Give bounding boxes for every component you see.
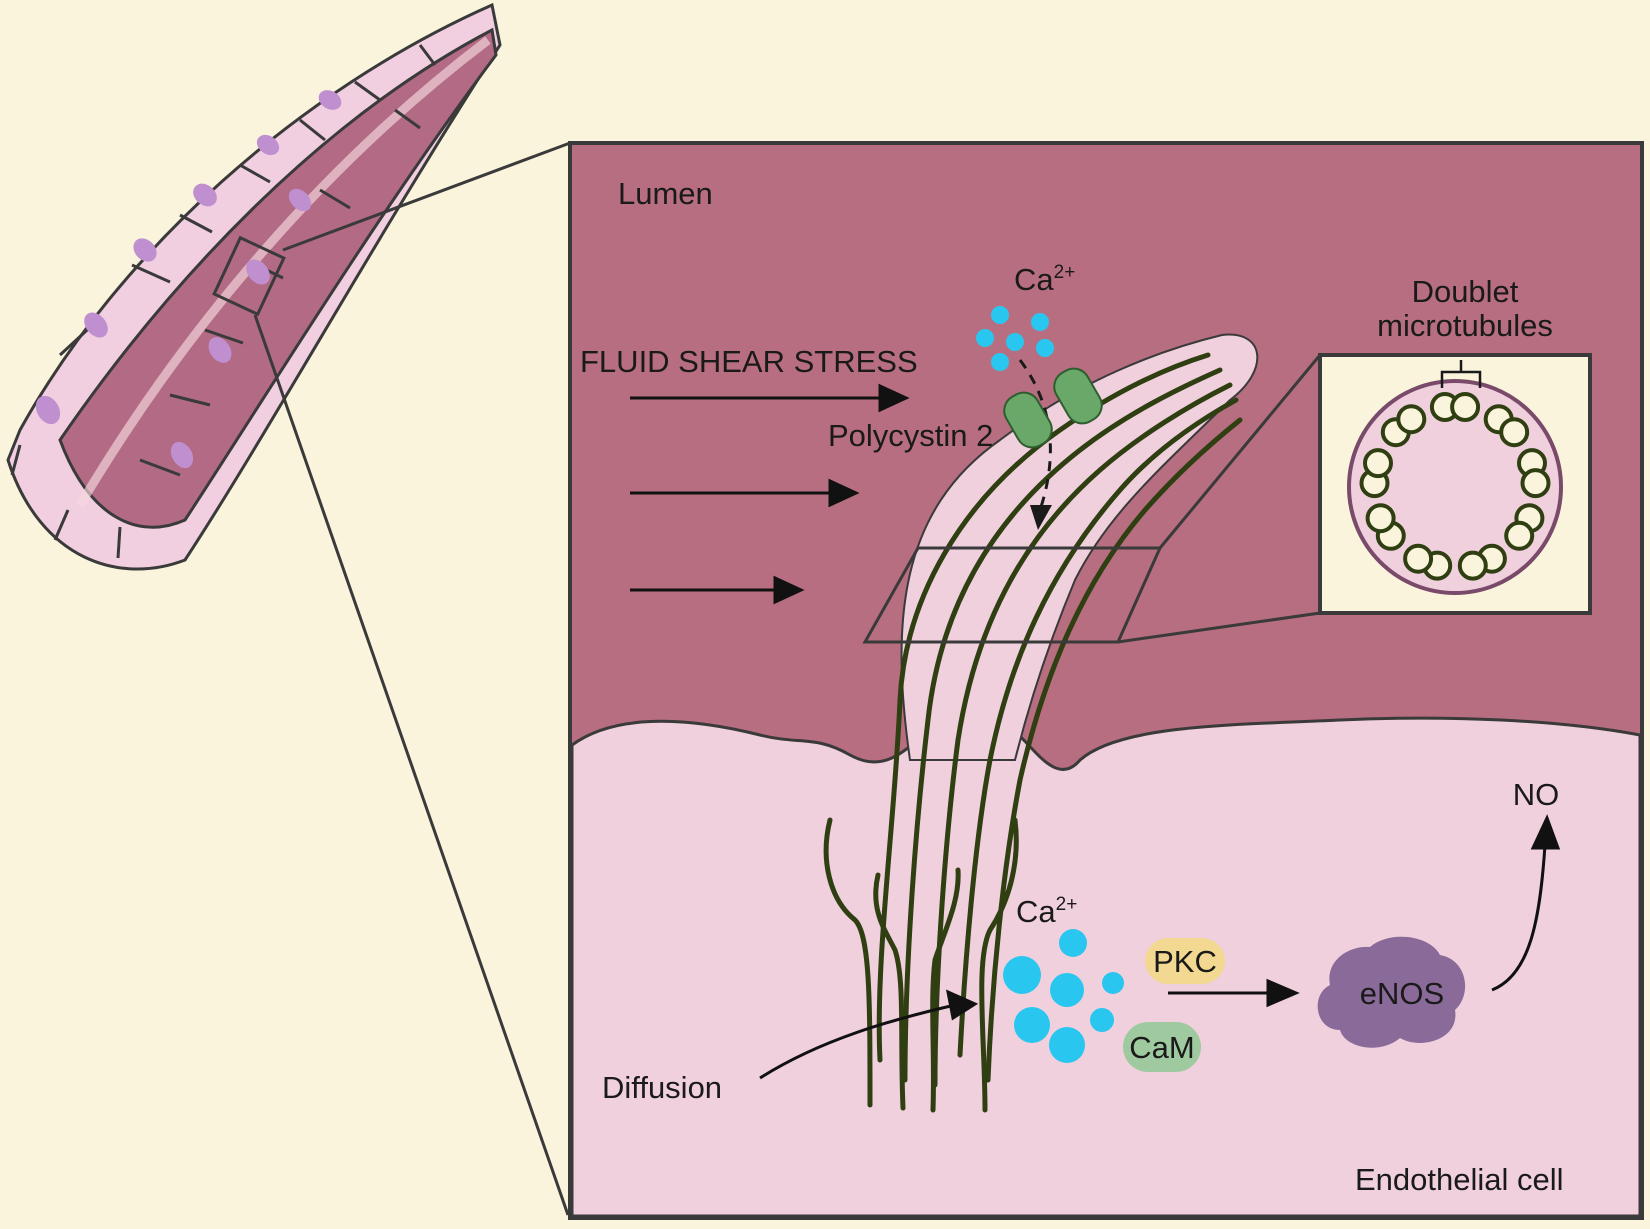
shear-stress-arrows (630, 383, 910, 605)
cam-blob (1123, 1022, 1201, 1072)
doublet-label-line2: microtubules (1377, 308, 1553, 343)
diffusion-label: Diffusion (602, 1070, 722, 1105)
arrow-to-no (1491, 844, 1547, 992)
ca-lumen-label: Ca2+ (1014, 262, 1075, 297)
axoneme-microtubules (876, 352, 1243, 1088)
calcium-ions-cytosol (1003, 929, 1124, 1063)
vessel-nuclei (35, 90, 342, 469)
ca-lumen-charge: 2+ (1054, 262, 1076, 283)
cam-label: CaM (1129, 1030, 1194, 1065)
vessel-cell-boundaries (10, 44, 437, 559)
diffusion-arrow (759, 1003, 956, 1080)
microtubule-doublet-tubule (1363, 448, 1393, 479)
blood-vessel (6, 2, 502, 571)
calcium-ions-lumen (976, 306, 1054, 371)
no-label: NO (1513, 777, 1560, 812)
microtubule-doublet-tubule (1457, 550, 1488, 581)
pkc-blob (1145, 938, 1225, 984)
doublet-bracket (1440, 360, 1482, 388)
zoom-connector-lines (253, 141, 571, 1216)
signaling-arrows (759, 814, 1561, 1080)
cross-section-zoom (862, 353, 1592, 644)
ca-cytosol-text: Ca (1016, 894, 1056, 929)
microtubule-doublet-tubule (1504, 520, 1535, 551)
vessel-zoom-box (212, 235, 286, 317)
lumen-label: Lumen (618, 176, 713, 211)
endothelial-cell-region (570, 716, 1642, 1218)
microtubule-doublet-tubule (1450, 392, 1481, 422)
pkc-label: PKC (1153, 944, 1217, 979)
enos-label: eNOS (1360, 976, 1444, 1011)
calcium-entry-arrowhead (1030, 505, 1052, 530)
doublet-label-line1: Doublet (1412, 274, 1519, 309)
ca-cytosol-charge: 2+ (1056, 894, 1078, 915)
microtubule-doublet-tubule (1396, 404, 1427, 435)
enos-blob (1317, 936, 1466, 1048)
polycystin-2-channel (1003, 367, 1103, 449)
microtubule-doublet-tubule (1365, 503, 1396, 534)
polycystin-label: Polycystin 2 (828, 418, 993, 453)
endothelial-cell-label: Endothelial cell (1355, 1162, 1564, 1197)
microtubule-doublet-tubule (1403, 543, 1434, 574)
microtubule-doublets (1359, 392, 1551, 581)
ca-cytosol-label: Ca2+ (1016, 894, 1077, 929)
microtubule-doublet-tubule (1520, 468, 1551, 499)
microtubule-doublet-tubule (1499, 417, 1530, 448)
magnified-panel (568, 141, 1644, 1220)
fluid-shear-stress-label: FLUID SHEAR STRESS (580, 344, 918, 379)
ca-lumen-text: Ca (1014, 262, 1054, 297)
vessel-lumen (58, 27, 498, 529)
